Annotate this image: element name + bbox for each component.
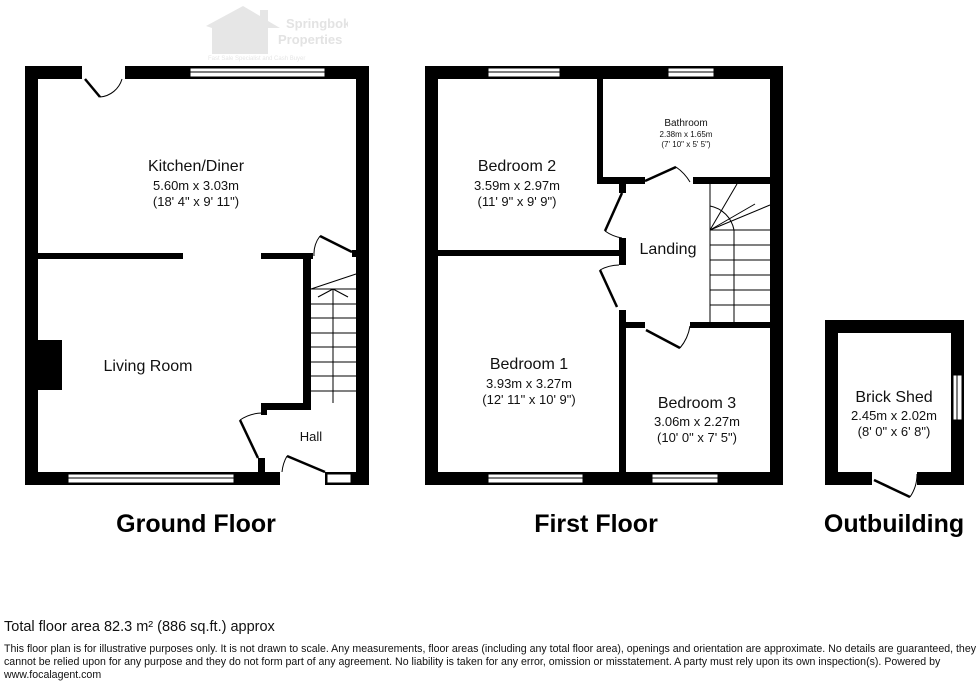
outbuilding-plan xyxy=(825,320,964,499)
svg-text:Springbok: Springbok xyxy=(286,16,348,31)
svg-text:Bedroom 3: Bedroom 3 xyxy=(658,395,736,412)
first-floor-plan xyxy=(425,66,783,485)
svg-text:Kitchen/Diner: Kitchen/Diner xyxy=(148,158,245,175)
svg-text:(12' 11" x 10' 9"): (12' 11" x 10' 9") xyxy=(482,392,575,407)
room-label-bedroom-2: Bedroom 2 3.59m x 2.97m (11' 9" x 9' 9") xyxy=(474,158,560,209)
svg-text:3.93m x 3.27m: 3.93m x 3.27m xyxy=(486,376,572,391)
svg-text:Bathroom: Bathroom xyxy=(664,118,707,129)
room-label-bedroom-3: Bedroom 3 3.06m x 2.27m (10' 0" x 7' 5") xyxy=(654,395,740,445)
room-label-bathroom: Bathroom 2.38m x 1.65m (7' 10" x 5' 5") xyxy=(660,118,713,149)
svg-text:2.45m x 2.02m: 2.45m x 2.02m xyxy=(851,408,937,423)
floor-title-first: First Floor xyxy=(534,510,658,538)
svg-text:5.60m x 3.03m: 5.60m x 3.03m xyxy=(153,178,239,193)
floor-title-ground: Ground Floor xyxy=(116,510,276,538)
svg-text:3.06m x 2.27m: 3.06m x 2.27m xyxy=(654,414,740,429)
disclaimer: This floor plan is for illustrative purp… xyxy=(4,643,976,681)
svg-text:Properties: Properties xyxy=(278,32,342,47)
ground-floor-plan xyxy=(25,66,369,485)
room-label-brick-shed: Brick Shed 2.45m x 2.02m (8' 0" x 6' 8") xyxy=(851,389,937,439)
total-floor-area: Total floor area 82.3 m² (886 sq.ft.) ap… xyxy=(4,619,275,635)
svg-text:(7' 10" x 5' 5"): (7' 10" x 5' 5") xyxy=(661,140,711,149)
svg-text:(18' 4" x 9' 11"): (18' 4" x 9' 11") xyxy=(153,194,239,209)
svg-text:2.38m x 1.65m: 2.38m x 1.65m xyxy=(660,130,713,139)
staircase xyxy=(709,183,771,322)
room-label-hall: Hall xyxy=(300,429,323,444)
svg-text:(10' 0" x 7' 5"): (10' 0" x 7' 5") xyxy=(657,430,737,445)
svg-text:Bedroom 1: Bedroom 1 xyxy=(490,356,568,373)
room-label-bedroom-1: Bedroom 1 3.93m x 3.27m (12' 11" x 10' 9… xyxy=(482,356,575,407)
floor-title-outbuilding: Outbuilding xyxy=(823,510,965,538)
room-label-landing: Landing xyxy=(640,241,697,258)
window xyxy=(326,473,352,484)
room-label-living-room: Living Room xyxy=(104,358,193,375)
svg-text:3.59m x 2.97m: 3.59m x 2.97m xyxy=(474,178,560,193)
floor-plan: Kitchen/Diner 5.60m x 3.03m (18' 4" x 9'… xyxy=(25,66,964,499)
springbok-logo: Springbok Properties Fast Sale Specialis… xyxy=(206,6,348,62)
svg-text:Brick Shed: Brick Shed xyxy=(855,389,932,406)
room-label-kitchen-diner: Kitchen/Diner 5.60m x 3.03m (18' 4" x 9'… xyxy=(148,158,245,209)
staircase xyxy=(310,273,357,403)
svg-text:(8' 0" x 6' 8"): (8' 0" x 6' 8") xyxy=(858,424,931,439)
svg-text:Fast Sale Specialist and Cash: Fast Sale Specialist and Cash Buyer xyxy=(208,56,305,62)
chimney-breast xyxy=(38,340,62,390)
svg-text:(11' 9" x 9' 9"): (11' 9" x 9' 9") xyxy=(478,194,557,209)
svg-text:Bedroom 2: Bedroom 2 xyxy=(478,158,556,175)
